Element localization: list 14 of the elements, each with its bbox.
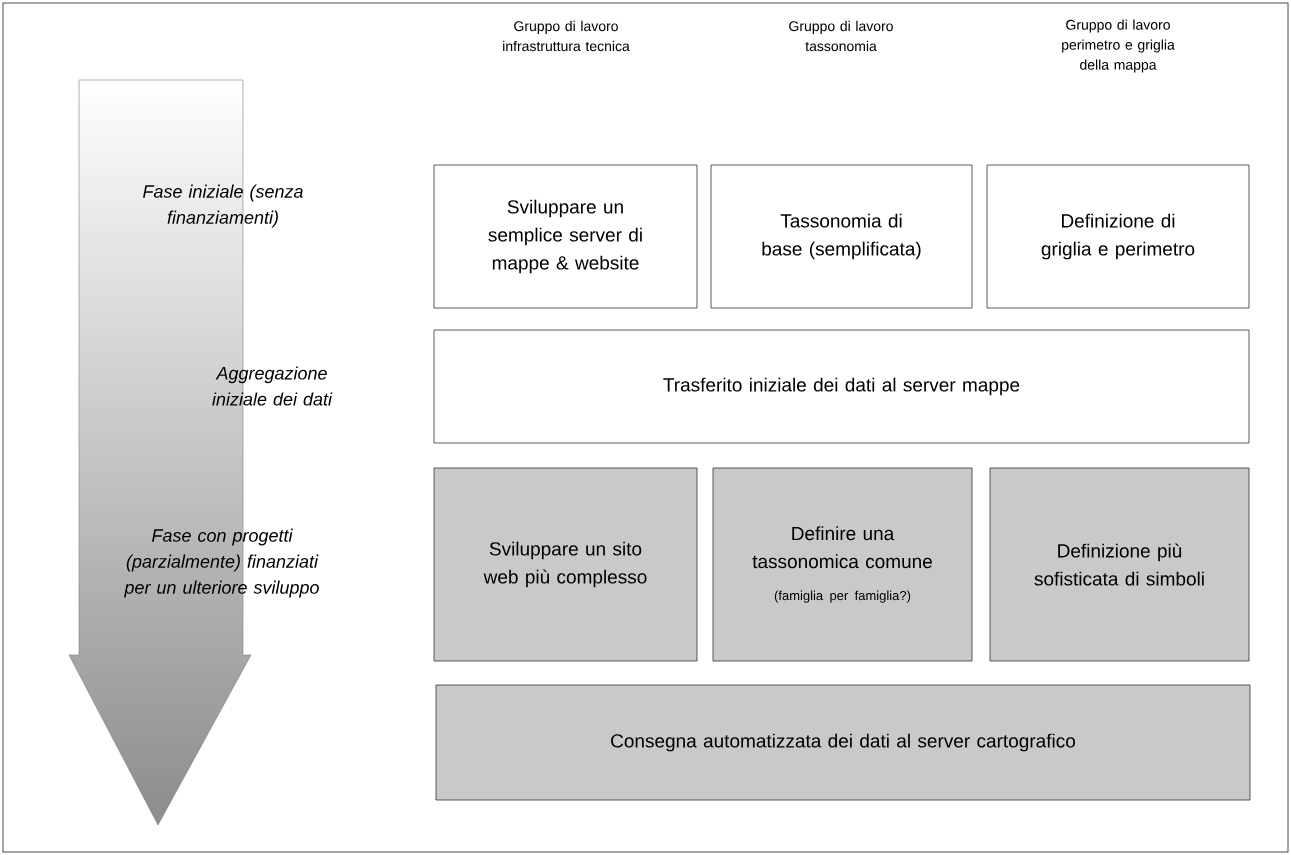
column-heading: Gruppo di lavoro tassonomia (789, 20, 893, 52)
process-box: Tassonomia di base (semplificata) (710, 164, 973, 309)
phase-label: Aggregazione iniziale dei dati (212, 366, 333, 406)
column-heading: Gruppo di lavoro infrastruttura tecnica (503, 20, 630, 52)
phase-label: Fase con progetti (parzialmente) finanziati per un ulteriore sviluppo (124, 528, 319, 598)
process-box: Trasferito iniziale dei dati al server mappe (433, 329, 1250, 444)
process-box: Definire una tassonomica comune (famiglia per famiglia?) (712, 467, 973, 662)
process-box: Consegna automatizzata dei dati al server cartografico (435, 684, 1251, 801)
process-box: Definizione più sofisticata di simboli (989, 467, 1250, 662)
process-box: Sviluppare un semplice server di mappe & website (433, 164, 698, 309)
process-box: Sviluppare un sito web più complesso (433, 467, 698, 662)
phase-label: Fase iniziale (senza finanziamenti) (143, 184, 303, 228)
column-heading: Gruppo di lavoro perimetro e griglia della mappa (1062, 19, 1175, 73)
process-box: Definizione di griglia e perimetro (986, 164, 1250, 309)
